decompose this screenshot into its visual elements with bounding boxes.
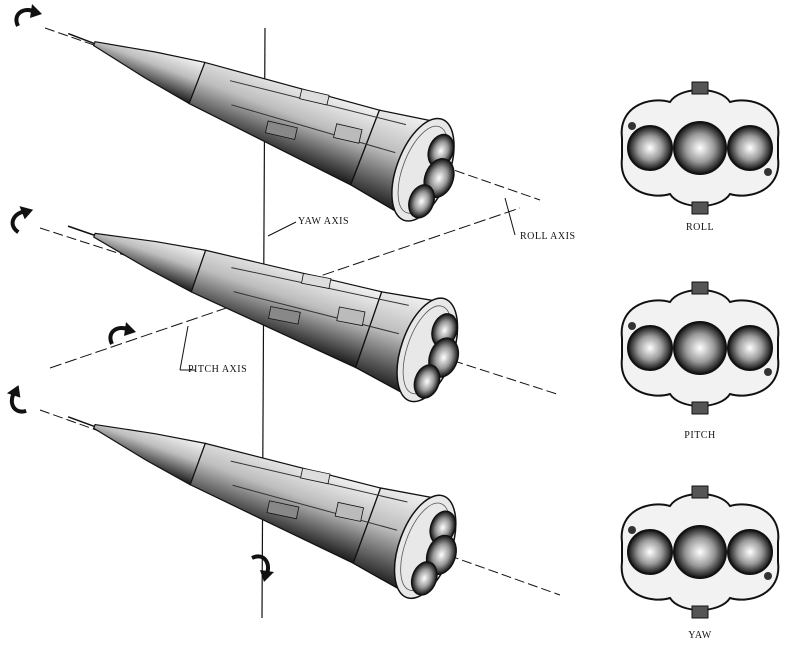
pitch-caption: PITCH bbox=[684, 430, 716, 441]
yaw-label-leader bbox=[267, 221, 297, 237]
yaw-arrow-bottom-icon bbox=[250, 554, 276, 584]
yaw-axis-label: YAW AXIS bbox=[298, 216, 350, 227]
rocket-roll bbox=[48, 0, 473, 233]
yaw-arrow-top-icon bbox=[2, 381, 33, 415]
rear-view-roll bbox=[620, 81, 780, 215]
roll-label-leader bbox=[504, 197, 516, 236]
pitch-label-leader bbox=[179, 325, 189, 371]
rear-view-pitch bbox=[620, 281, 780, 415]
pitch-axis-label: PITCH AXIS bbox=[188, 364, 248, 375]
pitch-arrow-top-icon bbox=[3, 199, 42, 235]
pitch-arrow-mid-icon bbox=[108, 320, 138, 346]
roll-arrow-icon bbox=[14, 2, 44, 28]
roll-axis-label: ROLL AXIS bbox=[520, 231, 576, 242]
yaw-caption: YAW bbox=[688, 630, 712, 641]
roll-caption: ROLL bbox=[685, 222, 715, 233]
rear-view-yaw bbox=[620, 485, 780, 619]
